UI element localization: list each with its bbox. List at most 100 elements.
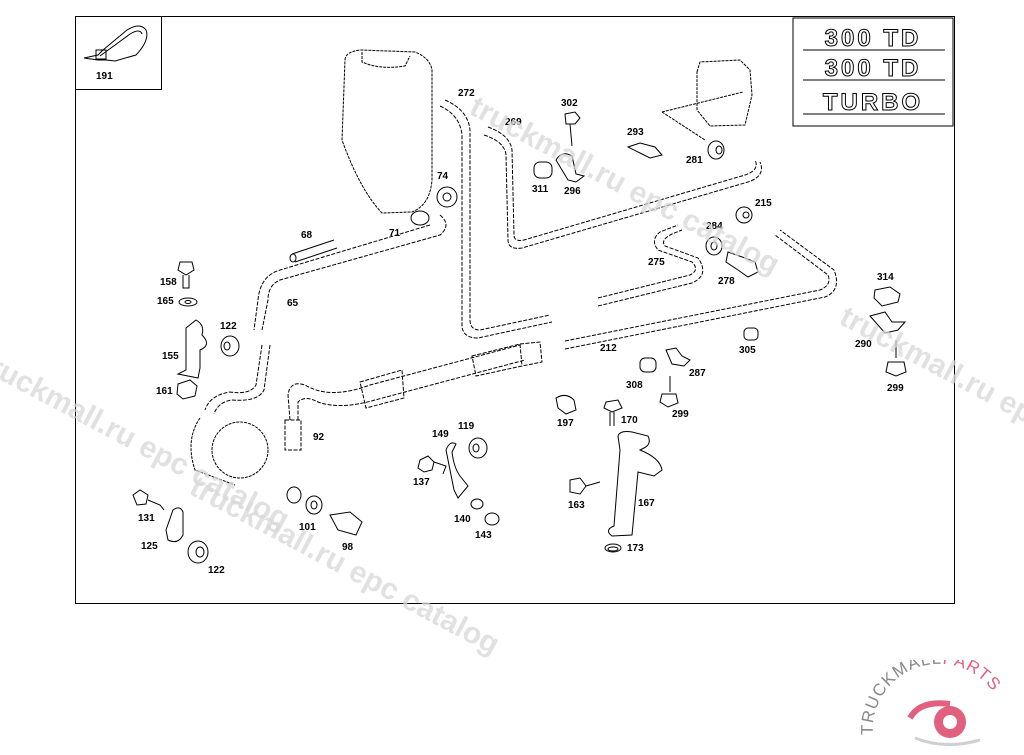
screw-137[interactable]	[417, 455, 447, 475]
part-callout-65[interactable]: 65	[287, 298, 299, 309]
part-callout-284[interactable]: 284	[706, 221, 723, 232]
bolt-302[interactable]	[564, 111, 581, 147]
part-callout-101[interactable]: 101	[299, 522, 316, 533]
nut-143[interactable]	[484, 512, 500, 526]
diagram-frame	[75, 16, 955, 604]
part-callout-296[interactable]: 296	[564, 186, 581, 197]
part-callout-140[interactable]: 140	[454, 514, 471, 525]
clip-296[interactable]	[555, 153, 586, 183]
part-callout-299[interactable]: 299	[672, 409, 689, 420]
fuel-filter-canister-icon[interactable]	[341, 49, 433, 214]
model-badge-text: 300 TD	[825, 25, 922, 52]
bracket-155[interactable]	[176, 319, 207, 379]
part-callout-137[interactable]: 137	[413, 477, 430, 488]
fuel-line-212[interactable]	[564, 229, 837, 350]
part-callout-122[interactable]: 122	[208, 565, 225, 576]
part-callout-71[interactable]: 71	[389, 228, 401, 239]
injection-pump-icon[interactable]	[661, 59, 753, 141]
clip-314[interactable]	[873, 286, 901, 307]
banjo-101-98[interactable]	[286, 486, 363, 536]
bolt-158[interactable]	[177, 261, 195, 289]
clip-287[interactable]	[665, 347, 691, 367]
screw-163[interactable]	[569, 477, 601, 495]
nut-161[interactable]	[176, 379, 198, 400]
gear-icon	[934, 706, 966, 738]
fitting-74[interactable]	[436, 186, 458, 208]
part-callout-161[interactable]: 161	[156, 386, 173, 397]
part-callout-272[interactable]: 272	[458, 88, 475, 99]
part-callout-314[interactable]: 314	[877, 272, 894, 283]
fuel-line-275[interactable]	[597, 224, 704, 307]
part-callout-290[interactable]: 290	[855, 339, 872, 350]
part-callout-119[interactable]: 119	[458, 421, 475, 432]
part-callout-278[interactable]: 278	[718, 276, 735, 287]
part-callout-131[interactable]: 131	[138, 513, 155, 524]
fuel-line-272[interactable]	[439, 99, 553, 339]
washer-165[interactable]	[178, 297, 198, 307]
part-callout-98[interactable]: 98	[342, 542, 354, 553]
part-callout-197[interactable]: 197	[557, 418, 574, 429]
part-callout-308[interactable]: 308	[626, 380, 643, 391]
part-callout-299[interactable]: 299	[887, 383, 904, 394]
hose-68[interactable]	[289, 239, 338, 263]
brand-logo: TRUCKMALLPARTS	[855, 649, 1020, 750]
part-callout-293[interactable]: 293	[627, 127, 644, 138]
part-callout-92[interactable]: 92	[313, 432, 325, 443]
filter-housing-icon[interactable]	[190, 417, 269, 486]
cable-tie-icon[interactable]	[83, 25, 148, 62]
part-callout-173[interactable]: 173	[627, 543, 644, 554]
washer-284[interactable]	[705, 236, 723, 256]
grommet-122-lower[interactable]	[187, 540, 209, 564]
part-callout-302[interactable]: 302	[561, 98, 578, 109]
screw-299-center[interactable]	[659, 376, 679, 408]
part-callout-165[interactable]: 165	[157, 296, 174, 307]
sleeve-305[interactable]	[743, 327, 759, 341]
model-badges	[792, 17, 954, 127]
screw-299-right[interactable]	[885, 340, 907, 377]
part-callout-143[interactable]: 143	[475, 530, 492, 541]
bolt-170[interactable]	[603, 399, 623, 426]
part-callout-215[interactable]: 215	[755, 198, 772, 209]
sleeve-308[interactable]	[639, 357, 657, 373]
part-callout-212[interactable]: 212	[600, 343, 617, 354]
part-callout-281[interactable]: 281	[686, 155, 703, 166]
part-callout-305[interactable]: 305	[739, 345, 756, 356]
part-callout-170[interactable]: 170	[621, 415, 638, 426]
part-callout-163[interactable]: 163	[568, 500, 585, 511]
part-callout-74[interactable]: 74	[437, 171, 449, 182]
grommet-119[interactable]	[468, 437, 488, 459]
clip-293[interactable]	[626, 142, 663, 159]
part-callout-155[interactable]: 155	[162, 351, 179, 362]
washer-173[interactable]	[604, 543, 622, 553]
part-callout-191[interactable]: 191	[96, 71, 113, 82]
part-callout-125[interactable]: 125	[141, 541, 158, 552]
fuel-line-269[interactable]	[483, 126, 762, 249]
part-callout-149[interactable]: 149	[432, 429, 449, 440]
bolt-278[interactable]	[725, 251, 759, 278]
fitting-71[interactable]	[410, 210, 430, 226]
part-callout-167[interactable]: 167	[638, 498, 655, 509]
part-callout-275[interactable]: 275	[648, 257, 665, 268]
part-callout-122[interactable]: 122	[220, 321, 237, 332]
part-callout-68[interactable]: 68	[301, 230, 313, 241]
bracket-167[interactable]	[608, 431, 663, 537]
part-callout-287[interactable]: 287	[689, 368, 706, 379]
clip-290[interactable]	[869, 311, 907, 334]
hose-92[interactable]	[284, 341, 543, 451]
bracket-149[interactable]	[445, 442, 469, 499]
fitting-215[interactable]	[735, 206, 753, 224]
clip-197[interactable]	[555, 394, 577, 415]
grommet-122-upper[interactable]	[220, 335, 240, 357]
inset-box	[75, 16, 162, 90]
washer-140[interactable]	[470, 498, 484, 510]
sleeve-311[interactable]	[533, 161, 553, 179]
fitting-281[interactable]	[707, 140, 725, 160]
bracket-125[interactable]	[165, 507, 184, 543]
part-callout-269[interactable]: 269	[505, 117, 522, 128]
model-badge-text: TURBO	[823, 89, 923, 116]
screw-131[interactable]	[132, 489, 165, 511]
svg-text:TRUCKMALLPARTS: TRUCKMALLPARTS	[858, 660, 1005, 735]
part-callout-158[interactable]: 158	[160, 277, 177, 288]
part-callout-311[interactable]: 311	[532, 184, 549, 195]
fuel-line-65[interactable]	[204, 214, 447, 415]
